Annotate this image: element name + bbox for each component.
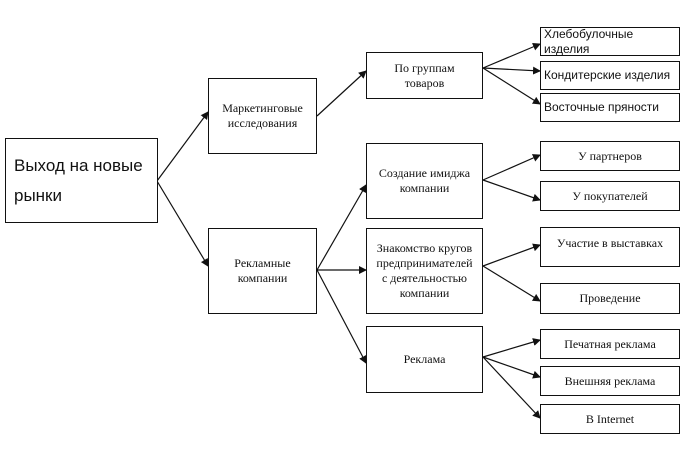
arrow-image-to-partners: [482, 154, 541, 181]
arrow-root-to-marketing: [156, 111, 209, 182]
leaf-text: У покупателей: [572, 188, 648, 203]
node-text: товаров: [404, 75, 445, 90]
node-text: компании: [399, 286, 450, 300]
leaf-text: Хлебобулочные изделия: [544, 26, 634, 56]
arrow-acquaint-to-holding: [482, 265, 541, 302]
node-text: компании: [237, 271, 288, 285]
arrow-image-to-customers: [482, 179, 541, 202]
arrow-advertising-to-print: [482, 338, 541, 358]
arrow-advertising-to-internet: [482, 356, 541, 419]
leaf-text: У партнеров: [578, 148, 642, 163]
arrow-groups-to-bakery: [482, 43, 541, 69]
leaf-exhibitions: Участие в выставках: [540, 227, 680, 267]
root-line-1: Выход на новые: [14, 155, 143, 175]
node-text: Знакомство кругов: [376, 241, 473, 255]
node-text: Реклама: [403, 352, 446, 366]
leaf-outdoor-ads: Внешняя реклама: [540, 366, 680, 396]
arrow-ads-to-image: [316, 184, 367, 271]
leaf-text: Проведение: [579, 291, 641, 305]
leaf-confectionery: Кондитерские изделия: [540, 61, 680, 90]
node-text: Создание имиджа: [378, 166, 471, 180]
leaf-spices: Восточные пряности: [540, 93, 680, 122]
node-text: исследования: [227, 116, 298, 130]
leaf-partners: У партнеров: [540, 141, 680, 171]
arrow-advertising-to-outdoor: [482, 356, 541, 379]
root-line-2: рынки: [14, 185, 62, 205]
arrow-marketing-to-groups: [316, 70, 367, 117]
node-text: предпринимателей: [376, 256, 473, 270]
node-text: с деятельностью: [381, 271, 468, 285]
leaf-print-ads: Печатная реклама: [540, 329, 680, 359]
leaf-holding: Проведение: [540, 283, 680, 314]
node-text: компании: [399, 181, 450, 195]
leaf-internet: В Internet: [540, 404, 680, 434]
node-text: Маркетинговые: [222, 101, 303, 115]
leaf-customers: У покупателей: [540, 181, 680, 211]
leaf-text: Участие в выставках: [556, 236, 664, 250]
arrow-ads-to-advertising: [316, 269, 367, 364]
arrow-acquaint-to-exhibitions: [482, 243, 541, 267]
arrow-groups-to-spices: [482, 67, 541, 105]
leaf-text: Кондитерские изделия: [544, 68, 671, 82]
leaf-bakery: Хлебобулочные изделия: [540, 27, 680, 56]
node-text: По группам: [394, 60, 455, 75]
node-advertising: Реклама: [366, 326, 483, 393]
root-node: Выход на новые рынки: [5, 138, 158, 223]
leaf-text: Внешняя реклама: [564, 373, 656, 388]
leaf-text: Печатная реклама: [564, 336, 656, 351]
arrow-groups-to-confectionery: [482, 66, 541, 75]
arrow-root-to-ads: [156, 180, 209, 267]
leaf-text: Восточные пряности: [544, 100, 659, 114]
leaf-text: В Internet: [585, 411, 635, 426]
node-text: Рекламные: [234, 256, 291, 270]
